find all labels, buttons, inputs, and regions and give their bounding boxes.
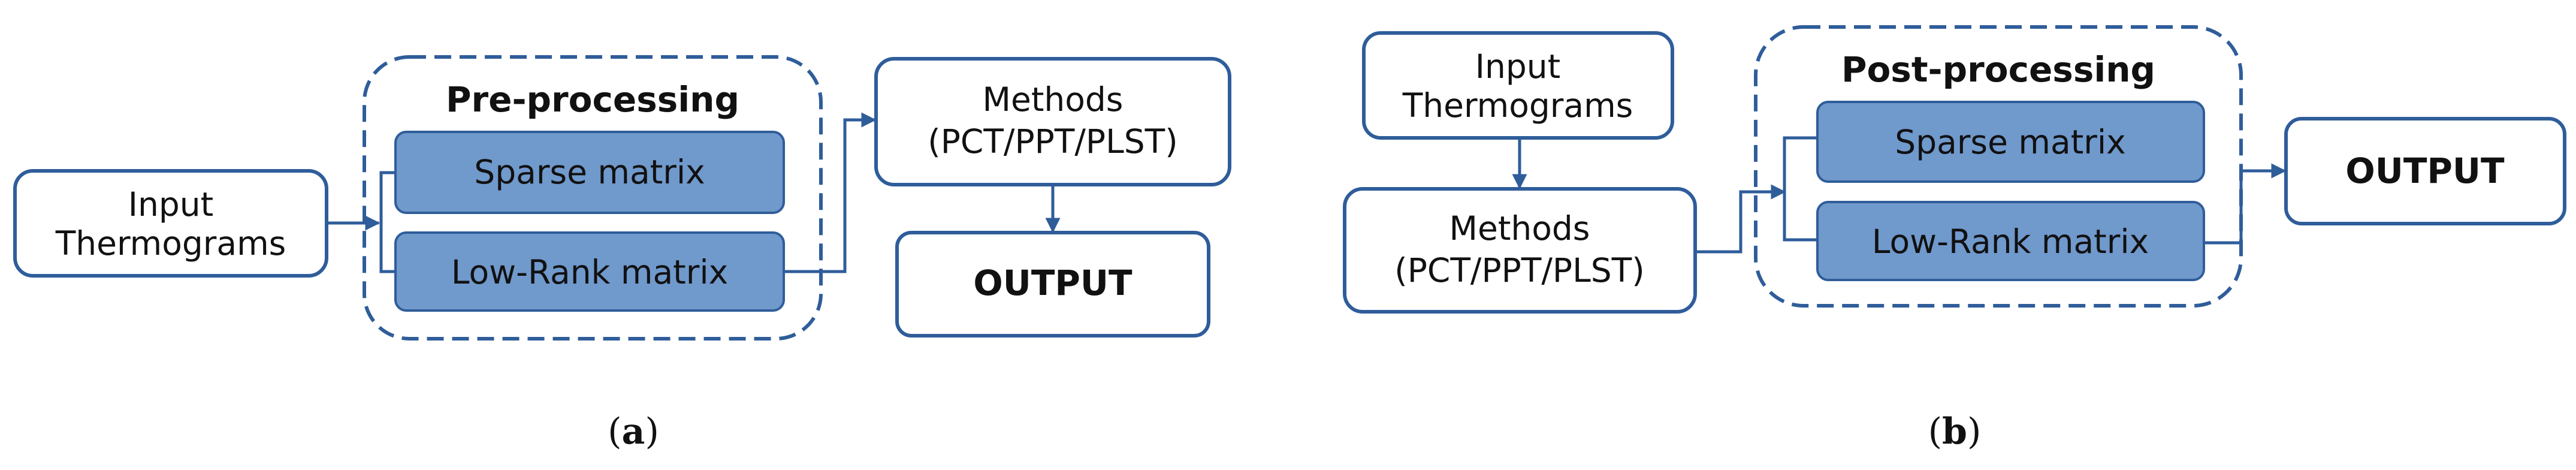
- caption-b-letter: b: [1942, 411, 1967, 453]
- low-rank-matrix-label-b: Low-Rank matrix: [1872, 222, 2149, 261]
- caption-b-close: ): [1967, 411, 1981, 453]
- input-label-line2-b: Thermograms: [1402, 86, 1633, 125]
- sparse-matrix-box-a: Sparse matrix: [394, 131, 785, 214]
- output-label-a: OUTPUT: [973, 263, 1133, 303]
- low-rank-matrix-box-a: Low-Rank matrix: [394, 231, 785, 312]
- input-label-line1-b: Input: [1475, 47, 1560, 86]
- input-label-line1-a: Input: [128, 185, 213, 224]
- caption-a: (a): [608, 411, 659, 453]
- panel-a: Input Thermograms Pre-processing Sparse …: [13, 55, 1231, 453]
- methods-label-line1-b: Methods: [1449, 209, 1590, 248]
- connector-group-to-output-b: [2204, 163, 2287, 245]
- output-label-b: OUTPUT: [2345, 150, 2505, 191]
- input-label-line2-a: Thermograms: [55, 224, 286, 263]
- connector-bracket-b: [1783, 136, 1817, 242]
- sparse-matrix-box-b: Sparse matrix: [1816, 101, 2205, 183]
- caption-b: (b): [1928, 411, 1982, 453]
- sparse-matrix-label-a: Sparse matrix: [474, 153, 705, 191]
- methods-box-b: Methods (PCT/PPT/PLST): [1343, 187, 1697, 314]
- output-box-b: OUTPUT: [2284, 117, 2566, 225]
- caption-a-open: (: [608, 411, 621, 453]
- pre-processing-group: Pre-processing: [363, 55, 823, 341]
- input-thermograms-box-b: Input Thermograms: [1362, 31, 1674, 140]
- connector-group-to-methods-a: [784, 112, 877, 273]
- methods-label-line2-a: (PCT/PPT/PLST): [928, 122, 1177, 161]
- caption-a-letter: a: [622, 411, 645, 453]
- methods-label-line2-b: (PCT/PPT/PLST): [1394, 251, 1644, 290]
- methods-label-line1-a: Methods: [983, 80, 1124, 119]
- sparse-matrix-label-b: Sparse matrix: [1895, 123, 2125, 161]
- connector-methods-to-group-b: [1695, 184, 1786, 254]
- input-thermograms-box-a: Input Thermograms: [13, 169, 328, 278]
- caption-a-close: ): [645, 411, 659, 453]
- post-processing-title: Post-processing: [1841, 49, 2155, 90]
- output-box-a: OUTPUT: [895, 231, 1210, 338]
- methods-box-a: Methods (PCT/PPT/PLST): [874, 57, 1231, 186]
- post-processing-group: Post-processing: [1754, 25, 2243, 308]
- panel-b: Input Thermograms Methods (PCT/PPT/PLST)…: [1343, 25, 2566, 453]
- caption-b-open: (: [1928, 411, 1942, 453]
- pre-processing-title: Pre-processing: [446, 79, 739, 120]
- connector-bracket-a: [379, 171, 395, 273]
- low-rank-matrix-label-a: Low-Rank matrix: [451, 253, 728, 291]
- low-rank-matrix-box-b: Low-Rank matrix: [1816, 201, 2205, 281]
